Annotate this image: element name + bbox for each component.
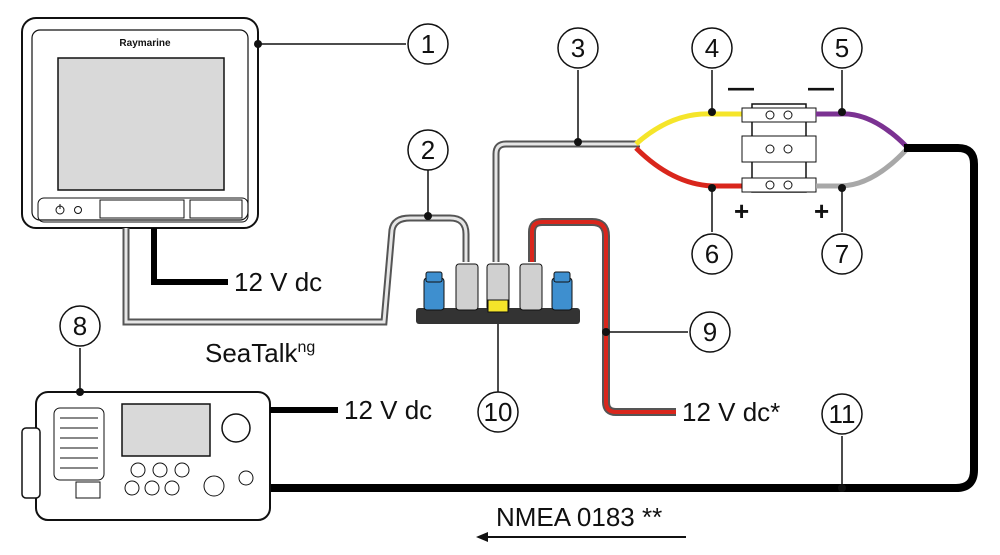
callout-2: 2 bbox=[407, 129, 449, 171]
svg-text:5: 5 bbox=[835, 33, 849, 63]
seatalk-label: SeaTalkng bbox=[205, 338, 315, 368]
display-power-cable bbox=[151, 228, 228, 285]
yellow-wire bbox=[634, 111, 742, 146]
terminal-block bbox=[741, 103, 817, 193]
callout-1: 1 bbox=[407, 23, 449, 65]
svg-text:2: 2 bbox=[421, 135, 435, 165]
vhf-radio bbox=[21, 391, 271, 521]
brightness-icon bbox=[74, 206, 82, 214]
svg-text:7: 7 bbox=[835, 239, 849, 269]
svg-text:11: 11 bbox=[829, 399, 856, 429]
callout-11: 11 bbox=[821, 393, 863, 435]
backbone-power-label: 12 V dc* bbox=[682, 397, 780, 427]
display-brand-label: Raymarine bbox=[119, 38, 171, 49]
minus-sign-4: — bbox=[728, 72, 754, 102]
seatalk-cable bbox=[122, 214, 470, 326]
callout-3: 3 bbox=[557, 27, 599, 69]
purple-wire bbox=[816, 111, 908, 148]
callout-4: 4 bbox=[691, 27, 733, 69]
svg-text:10: 10 bbox=[484, 397, 513, 427]
callout-6: 6 bbox=[691, 233, 733, 275]
callout-10: 10 bbox=[477, 391, 519, 433]
svg-text:6: 6 bbox=[705, 239, 719, 269]
nmea-label: NMEA 0183 ** bbox=[496, 502, 662, 532]
power-icon bbox=[55, 204, 65, 215]
svg-text:4: 4 bbox=[705, 33, 719, 63]
callout-7: 7 bbox=[821, 233, 863, 275]
plus-sign-6: + bbox=[734, 196, 749, 226]
radio-power-label: 12 V dc bbox=[344, 395, 432, 425]
multifunction-display: Raymarine bbox=[21, 17, 259, 229]
minus-sign-5: — bbox=[808, 72, 834, 102]
callout-9: 9 bbox=[689, 311, 731, 353]
callout-8: 8 bbox=[59, 305, 101, 347]
plus-sign-7: + bbox=[814, 196, 829, 226]
power-cable-grey bbox=[492, 140, 640, 262]
left-arrow-icon bbox=[476, 532, 686, 542]
seatalk-backbone bbox=[416, 263, 580, 392]
red-wire bbox=[634, 146, 742, 189]
callout-5: 5 bbox=[821, 27, 863, 69]
backbone-power-cable bbox=[528, 218, 676, 416]
svg-text:9: 9 bbox=[703, 317, 717, 347]
svg-text:3: 3 bbox=[571, 33, 585, 63]
svg-text:8: 8 bbox=[73, 311, 87, 341]
nmea-cable bbox=[270, 144, 978, 492]
svg-text:1: 1 bbox=[421, 29, 435, 59]
grey-wire bbox=[816, 148, 908, 189]
display-power-label: 12 V dc bbox=[234, 267, 322, 297]
